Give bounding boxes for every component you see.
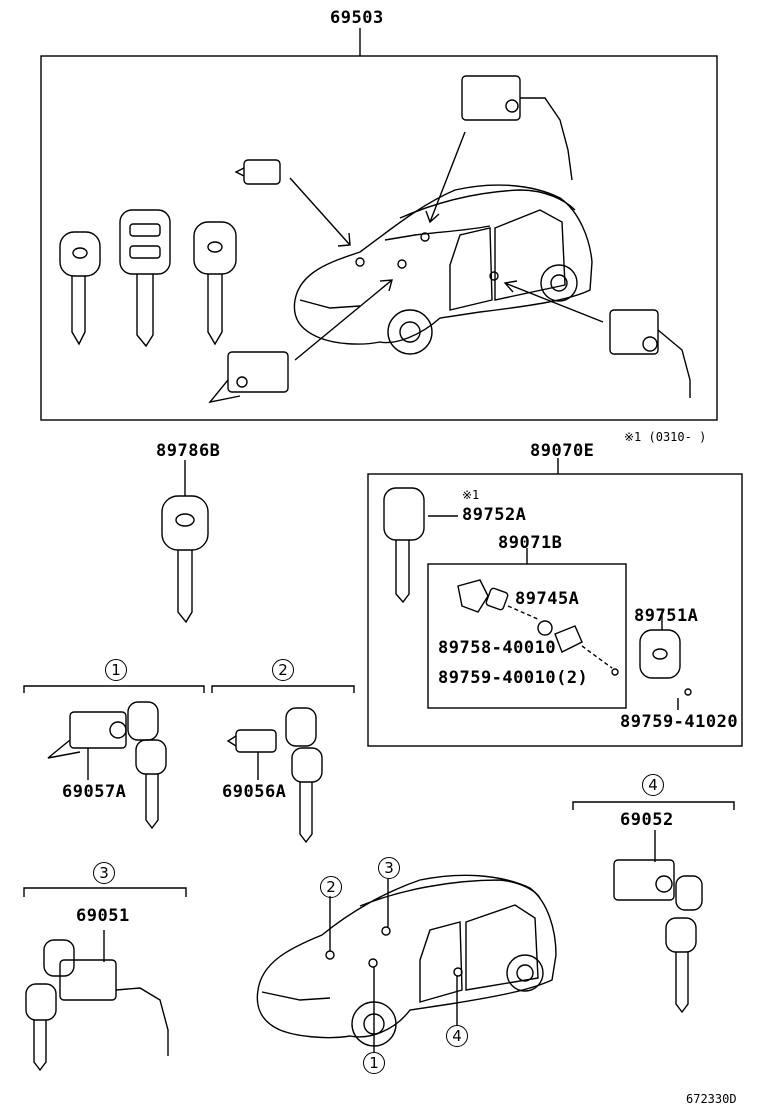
label-cyl-69052: 69052 — [620, 810, 674, 830]
top-keys — [59, 209, 237, 348]
drawing-number: 672330D — [686, 1092, 737, 1106]
label-part-89745A: 89745A — [515, 589, 580, 609]
cylinder-69056A-drawing — [226, 707, 323, 844]
bottom-car-illustration — [256, 874, 557, 1052]
label-key-89786B: 89786B — [156, 441, 221, 461]
label-part-89751A: 89751A — [634, 606, 699, 626]
cylinder-69051-drawing — [25, 930, 169, 1072]
group-callout-2: 2 — [272, 659, 294, 681]
note-range: ※1 (0310- ) — [624, 430, 707, 444]
label-part-89758: 89758-40010 — [438, 638, 557, 658]
group-callout-3: 3 — [93, 862, 115, 884]
group-brackets — [23, 685, 735, 897]
cylinder-69057A-drawing — [47, 701, 167, 830]
group-callout-1: 1 — [105, 659, 127, 681]
label-part-89759-2: 89759-40010(2) — [438, 668, 589, 688]
label-cyl-69056A: 69056A — [222, 782, 287, 802]
top-car-illustration — [289, 131, 604, 361]
label-sub-89071B: 89071B — [498, 533, 563, 553]
set-89070E-frame — [367, 458, 743, 747]
label-cyl-69051: 69051 — [76, 906, 130, 926]
key-89786B-drawing — [161, 460, 209, 624]
car-callout-4: 4 — [446, 1025, 468, 1047]
note-mark: ※1 — [462, 488, 480, 502]
car-callout-2: 2 — [320, 876, 342, 898]
label-cyl-69057A: 69057A — [62, 782, 127, 802]
cylinder-69052-drawing — [613, 830, 703, 1014]
top-small-parts — [208, 75, 691, 404]
car-callout-1: 1 — [363, 1052, 385, 1074]
top-assembly-frame — [40, 28, 718, 421]
car-callout-3: 3 — [378, 857, 400, 879]
label-top-assembly: 69503 — [330, 8, 384, 28]
label-set-89070E: 89070E — [530, 441, 595, 461]
group-callout-4: 4 — [642, 774, 664, 796]
label-part-89759-41020: 89759-41020 — [620, 712, 739, 732]
label-key-89752A: 89752A — [462, 505, 527, 525]
